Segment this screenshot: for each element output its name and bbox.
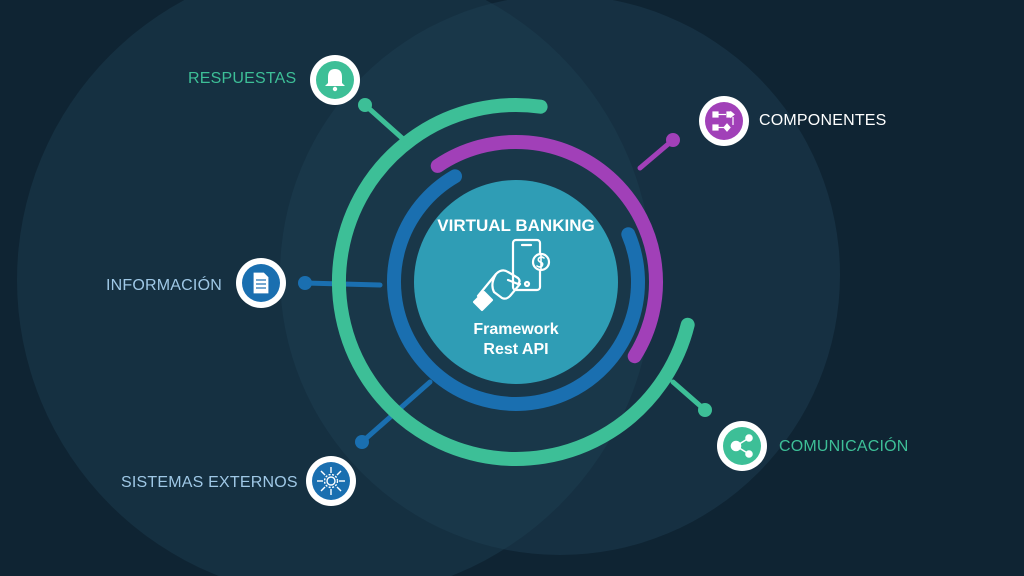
ring-arc-blue	[386, 169, 645, 411]
connectors	[298, 98, 712, 449]
label-componentes: COMPONENTES	[759, 112, 887, 129]
ring-arc-purple	[430, 135, 664, 364]
share-network-icon	[730, 434, 753, 458]
node-sistemas[interactable]	[306, 456, 356, 506]
connector-respuestas	[362, 102, 405, 141]
hand-phone-dollar-icon	[472, 238, 551, 312]
label-sistemas: SISTEMAS EXTERNOS	[121, 474, 298, 491]
gear-network-icon	[317, 467, 345, 495]
label-informacion: INFORMACIÓN	[106, 277, 222, 294]
connector-dot-comunicacion	[698, 403, 712, 417]
connector-dot-informacion	[298, 276, 312, 290]
connector-componentes	[637, 137, 676, 171]
connector-comunicacion	[670, 379, 708, 413]
node-informacion[interactable]	[236, 258, 286, 308]
center-disc	[414, 180, 618, 384]
ring-arc-green	[332, 97, 695, 466]
center-line-2: Rest API	[483, 341, 549, 358]
center-title: VIRTUAL BANKING	[437, 216, 595, 235]
node-respuestas[interactable]	[310, 55, 360, 105]
center-line-1: Framework	[473, 321, 559, 338]
node-comunicacion[interactable]	[717, 421, 767, 471]
connector-dot-sistemas	[355, 435, 369, 449]
flow-components-icon	[712, 110, 735, 132]
connector-dot-componentes	[666, 133, 680, 147]
bell-icon	[325, 69, 345, 92]
document-icon	[252, 271, 270, 295]
label-respuestas: RESPUESTAS	[188, 70, 297, 87]
node-componentes[interactable]	[699, 96, 749, 146]
connector-dot-respuestas	[358, 98, 372, 112]
label-comunicacion: COMUNICACIÓN	[779, 438, 909, 455]
